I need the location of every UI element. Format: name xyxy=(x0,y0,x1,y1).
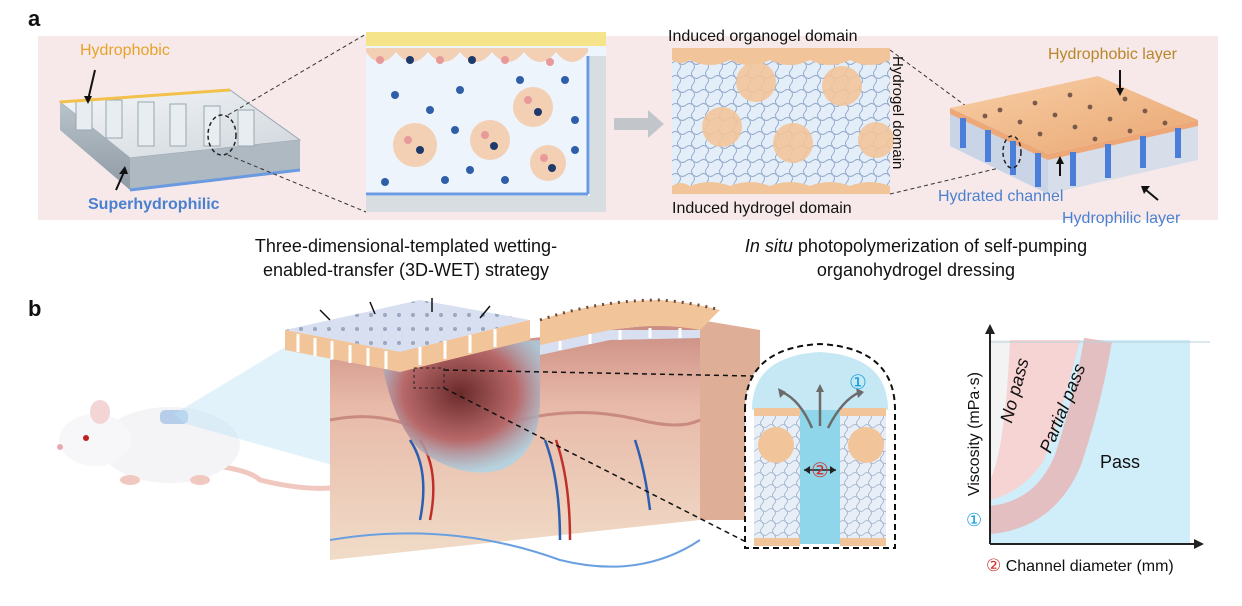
zoom-line xyxy=(227,33,367,116)
phase-xlabel-text: Channel diameter (mm) xyxy=(1005,558,1174,575)
caption-3d-wet-line2: enabled-transfer (3D-WET) strategy xyxy=(262,260,550,280)
phase-diagram xyxy=(985,324,1210,549)
zoom-line xyxy=(443,387,753,546)
zoom-line xyxy=(443,369,753,377)
transition-arrow xyxy=(614,110,664,138)
label-hydrated-channel: Hydrated channel xyxy=(938,188,1064,205)
channel-inset xyxy=(744,342,896,549)
light-beam xyxy=(174,320,350,470)
dressing-on-skin xyxy=(285,298,721,389)
phase-region-pass: Pass xyxy=(1100,452,1141,472)
label-hydrophilic-layer: Hydrophilic layer xyxy=(1062,210,1181,227)
caption-photopolymerization-line2: organohydrogel dressing xyxy=(816,260,1016,280)
panel-b-label: b xyxy=(28,296,42,321)
panel-a-label: a xyxy=(28,6,41,31)
organohydrogel-domain-box xyxy=(672,48,894,194)
label-induced-hydrogel-domain: Induced hydrogel domain xyxy=(672,200,852,217)
label-hydrophobic-layer: Hydrophobic layer xyxy=(1048,46,1177,63)
phase-xlabel: ② Channel diameter (mm) xyxy=(986,556,1174,576)
label-hydrophobic: Hydrophobic xyxy=(80,42,170,59)
caption-photopolymerization-line1: In situ photopolymerization of self-pump… xyxy=(716,234,1116,258)
marker-1-phase: ① xyxy=(966,510,983,530)
marker-2-phase: ② xyxy=(986,556,1002,575)
label-induced-organogel-domain: Induced organogel domain xyxy=(668,28,858,45)
phase-ylabel: Viscosity (mPa·s) xyxy=(966,372,983,497)
caption-3d-wet: Three-dimensional-templated wetting- ena… xyxy=(196,234,616,282)
dressing-block xyxy=(950,70,1198,201)
caption-photopolymerization-text: photopolymerization of self-pumping xyxy=(792,236,1088,256)
label-superhydrophilic: Superhydrophilic xyxy=(88,196,220,213)
caption-photopolymerization: In situ photopolymerization of self-pump… xyxy=(716,234,1116,282)
wetting-zoom-box xyxy=(366,32,606,212)
glass-template xyxy=(58,69,302,192)
zoom-line xyxy=(227,154,367,213)
caption-3d-wet-line1: Three-dimensional-templated wetting- xyxy=(254,236,558,256)
mouse xyxy=(57,400,333,491)
marker-2-inset: ② xyxy=(811,460,829,482)
caption-in-situ: In situ xyxy=(744,236,793,256)
marker-1-inset: ① xyxy=(849,372,867,394)
label-hydrogel-domain: Hydrogel domain xyxy=(889,56,906,170)
